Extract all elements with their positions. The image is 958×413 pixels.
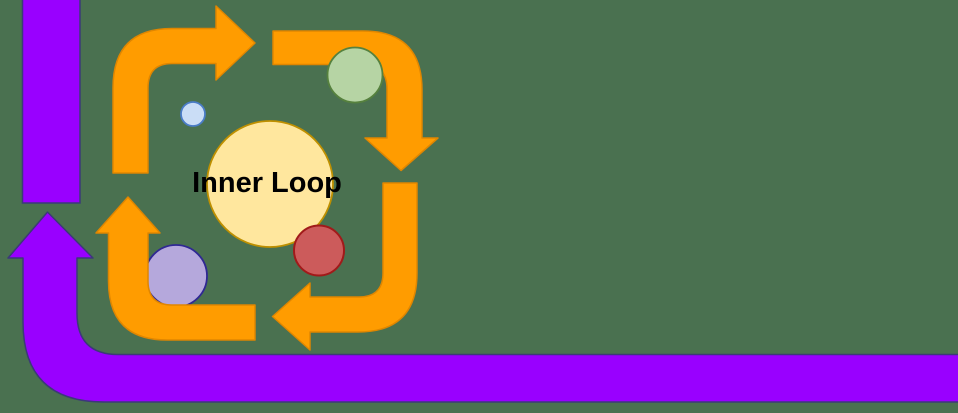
lavender-node-circle (144, 244, 208, 308)
inner-loop-arrow-top-left (112, 5, 256, 174)
outer-loop-arrow (7, 211, 958, 403)
red-node-circle (293, 224, 345, 277)
inner-loop-arrow-bottom-left (95, 196, 256, 341)
blue-node-circle (180, 101, 206, 127)
green-node-circle (326, 46, 384, 104)
inner-loop-center-circle (206, 120, 334, 248)
outer-loop-pipe (21, 0, 81, 204)
inner-loop-label: Inner Loop (192, 167, 342, 199)
inner-loop-arrow-bottom-right (271, 182, 418, 351)
